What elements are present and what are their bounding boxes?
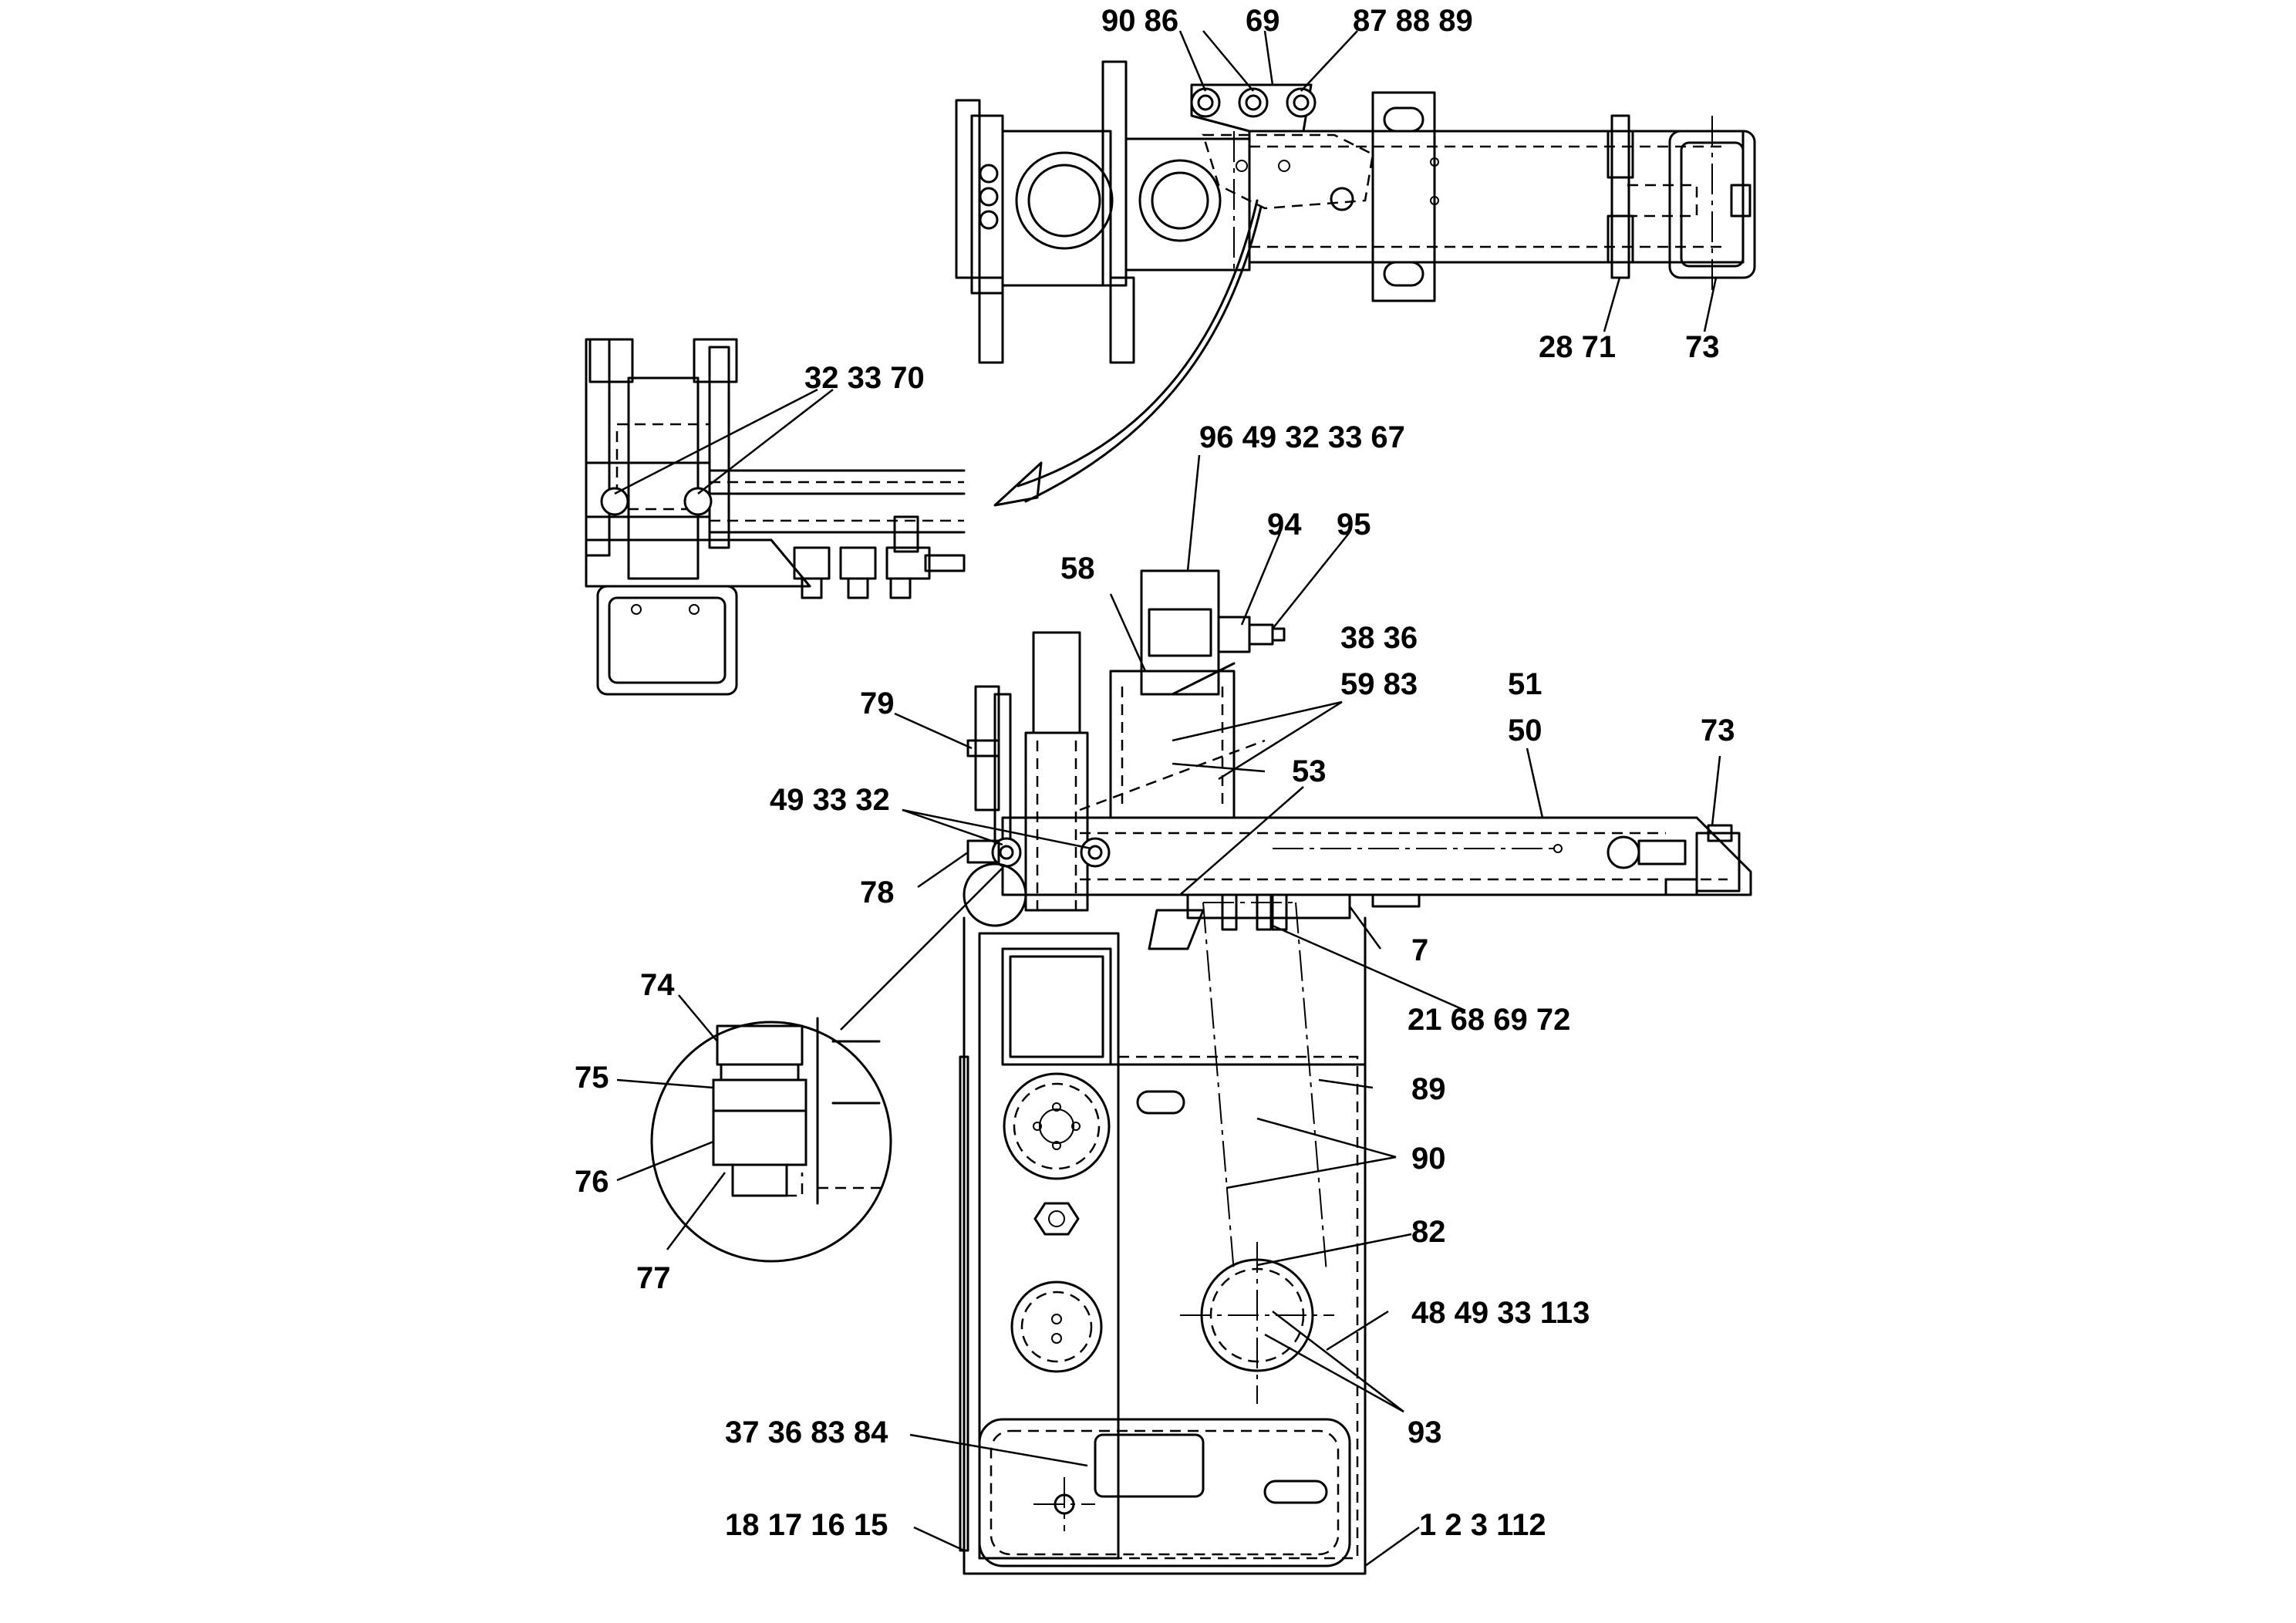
- callout-87-88-89: 87 88 89: [1353, 4, 1473, 38]
- callout-50: 50: [1508, 714, 1542, 747]
- callout-28-71: 28 71: [1539, 330, 1616, 364]
- callout-32-33-70: 32 33 70: [804, 361, 925, 395]
- main-front-view: [959, 569, 1752, 1575]
- callout-90-86: 90 86: [1101, 4, 1178, 38]
- callout-48-49-33-113: 48 49 33 113: [1411, 1296, 1590, 1330]
- callout-59-83: 59 83: [1340, 667, 1418, 701]
- callout-49-33-32: 49 33 32: [770, 783, 890, 817]
- callout-38-36: 38 36: [1340, 621, 1418, 655]
- callout-96-49-32-33-67: 96 49 32 33 67: [1199, 420, 1405, 454]
- detail-arrow: [993, 199, 1263, 507]
- callout-37-36-83-84: 37 36 83 84: [725, 1415, 888, 1449]
- callout-93: 93: [1408, 1415, 1442, 1449]
- callout-1-2-3-112: 1 2 3 112: [1419, 1508, 1546, 1542]
- side-detail-view: [585, 338, 966, 696]
- zoom-detail-circle: [650, 867, 1003, 1263]
- callout-79: 79: [860, 687, 895, 720]
- fittings-row: [793, 515, 966, 599]
- callout-18-17-16-15: 18 17 16 15: [725, 1508, 888, 1542]
- callout-labels: 90 86 69 87 88 89 28 71 73 32 33 70 96 4…: [575, 4, 1735, 1542]
- callout-51: 51: [1508, 667, 1542, 701]
- callout-94: 94: [1267, 508, 1302, 542]
- callout-69-top: 69: [1246, 4, 1280, 38]
- callout-89: 89: [1411, 1072, 1446, 1106]
- callout-73-mid: 73: [1701, 714, 1735, 747]
- callout-74: 74: [640, 968, 675, 1002]
- callout-95: 95: [1337, 508, 1371, 542]
- callout-73-top: 73: [1685, 330, 1720, 364]
- callout-78: 78: [860, 876, 895, 909]
- callout-75: 75: [575, 1061, 609, 1095]
- callout-7: 7: [1411, 933, 1428, 967]
- callout-53: 53: [1292, 754, 1327, 788]
- callout-82: 82: [1411, 1215, 1446, 1249]
- callout-90: 90: [1411, 1142, 1446, 1176]
- callout-58: 58: [1060, 552, 1095, 585]
- callout-77: 77: [636, 1261, 671, 1295]
- callout-76: 76: [575, 1165, 609, 1199]
- leader-lines: [614, 30, 1721, 1567]
- callout-21-68-69-72: 21 68 69 72: [1408, 1003, 1570, 1037]
- top-plan-view: [955, 60, 1756, 364]
